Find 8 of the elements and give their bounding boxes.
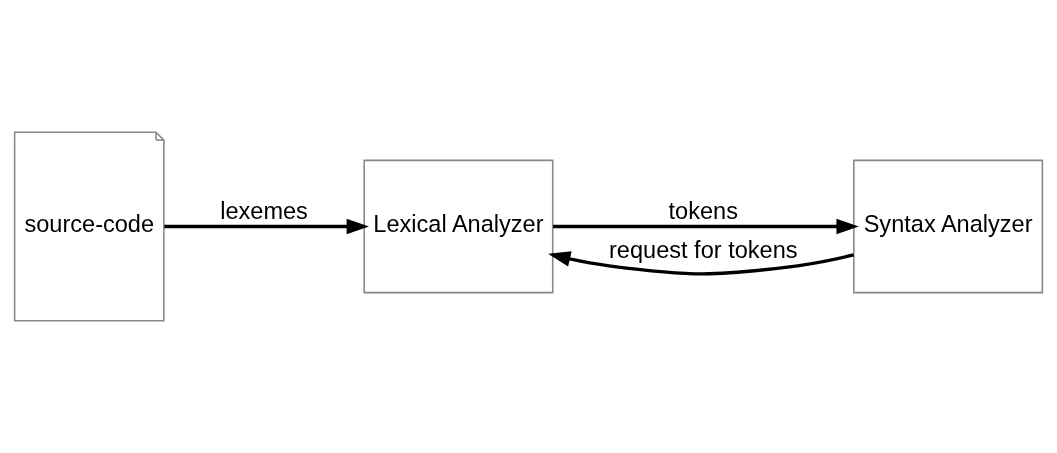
edge-label: request for tokens — [609, 237, 798, 264]
edge-label: lexemes — [220, 198, 308, 225]
arrow — [553, 218, 859, 235]
node-box: Lexical Analyzer — [363, 159, 554, 294]
arrow — [164, 218, 369, 235]
edge-label: tokens — [668, 198, 738, 225]
node-box: Syntax Analyzer — [853, 159, 1044, 294]
arrow — [548, 251, 854, 276]
